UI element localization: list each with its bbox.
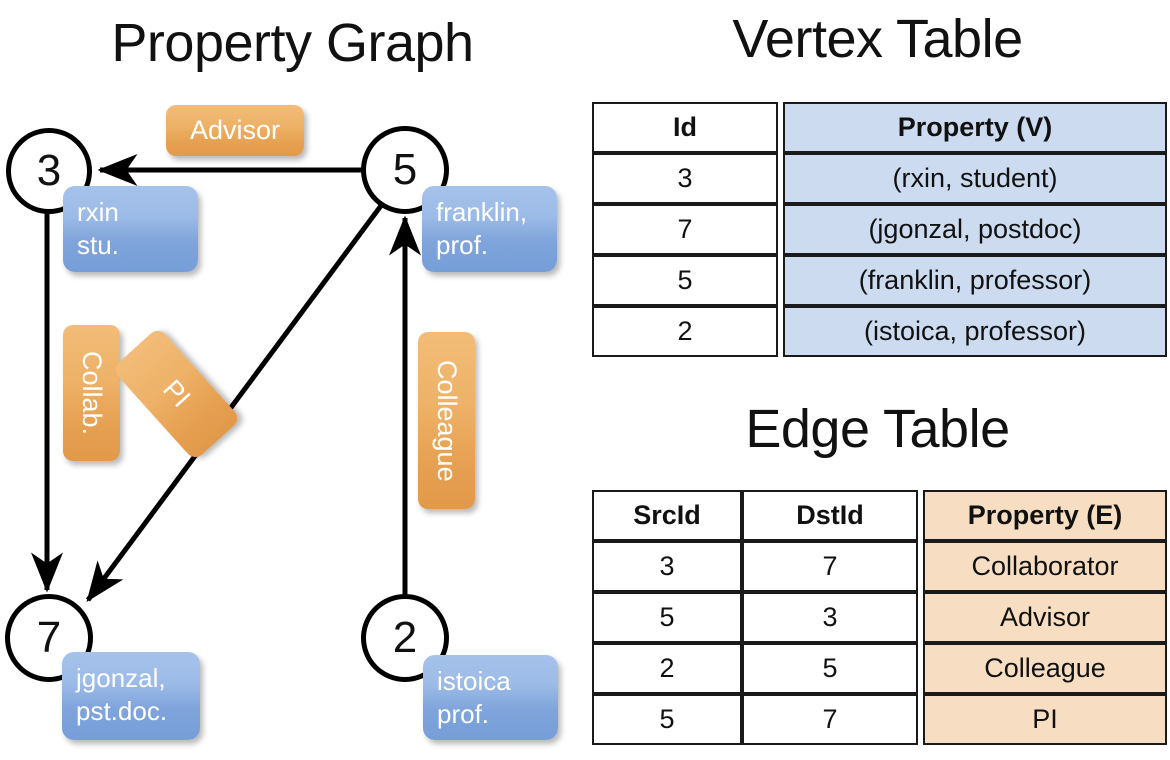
vertex-table-header-id: Id	[592, 102, 778, 153]
edge-label-pi-text: PI	[157, 374, 197, 414]
table-row: 3 7 Collaborator	[592, 541, 1167, 592]
edge-cell-dstid: 5	[742, 643, 918, 694]
graph-node-5-label: 5	[392, 145, 418, 194]
edge-cell-property: Collaborator	[923, 541, 1167, 592]
edge-table-header-property: Property (E)	[923, 490, 1167, 541]
column-separator	[778, 102, 783, 153]
edge-label-colleague: Colleague	[418, 332, 475, 509]
node-property-callout-jgonzal: jgonzal, pst.doc.	[62, 652, 200, 740]
edge-table: SrcId DstId Property (E) 3 7 Collaborato…	[592, 490, 1167, 745]
node-property-callout-istoica: istoica prof.	[423, 655, 558, 740]
callout-line-2: stu.	[77, 230, 119, 261]
column-separator	[778, 204, 783, 255]
table-row: 7 (jgonzal, postdoc)	[592, 204, 1167, 255]
page-title-property-graph: Property Graph	[111, 13, 474, 73]
callout-line-2: prof.	[436, 230, 489, 261]
edge-cell-dstid: 7	[742, 541, 918, 592]
vertex-cell-id: 7	[592, 204, 778, 255]
graph-node-2-label: 2	[392, 613, 418, 662]
edge-cell-srcid: 3	[592, 541, 742, 592]
callout-line-2: prof.	[437, 699, 490, 730]
vertex-cell-property: (rxin, student)	[783, 153, 1167, 204]
edge-cell-srcid: 5	[592, 694, 742, 745]
column-separator	[778, 153, 783, 204]
column-separator	[918, 541, 923, 592]
edge-cell-property: Advisor	[923, 592, 1167, 643]
vertex-table-header-row: Id Property (V)	[592, 102, 1167, 153]
table-row: 3 (rxin, student)	[592, 153, 1167, 204]
vertex-table-header-property: Property (V)	[783, 102, 1167, 153]
page-title-vertex-table: Vertex Table	[732, 9, 1023, 69]
table-row: 5 3 Advisor	[592, 592, 1167, 643]
vertex-table: Id Property (V) 3 (rxin, student) 7 (jgo…	[592, 102, 1167, 357]
graph-node-3-label: 3	[36, 146, 62, 195]
graph-node-2[interactable]: 2	[361, 594, 449, 682]
edge-5-to-7	[85, 201, 386, 603]
column-separator	[778, 255, 783, 306]
table-row: 2 (istoica, professor)	[592, 306, 1167, 357]
column-separator	[918, 694, 923, 745]
edge-cell-dstid: 7	[742, 694, 918, 745]
vertex-cell-id: 3	[592, 153, 778, 204]
node-property-callout-franklin: franklin, prof.	[422, 186, 557, 272]
vertex-cell-property: (istoica, professor)	[783, 306, 1167, 357]
callout-line-1: jgonzal,	[76, 663, 166, 693]
edge-label-collab: Collab.	[63, 325, 120, 461]
vertex-cell-id: 5	[592, 255, 778, 306]
callout-line-1: istoica	[437, 666, 511, 696]
edge-cell-srcid: 2	[592, 643, 742, 694]
column-separator	[778, 306, 783, 357]
node-property-callout-rxin: rxin stu.	[63, 186, 198, 272]
edge-table-header-row: SrcId DstId Property (E)	[592, 490, 1167, 541]
edge-label-colleague-text: Colleague	[432, 359, 462, 482]
table-row: 5 7 PI	[592, 694, 1167, 745]
edge-cell-srcid: 5	[592, 592, 742, 643]
edge-cell-dstid: 3	[742, 592, 918, 643]
edge-table-header-srcid: SrcId	[592, 490, 742, 541]
graph-edges-svg	[31, 154, 421, 603]
page-title-edge-table: Edge Table	[745, 399, 1010, 459]
callout-line-2: pst.doc.	[76, 696, 168, 727]
edge-label-advisor: Advisor	[166, 105, 304, 156]
callout-line-1: rxin	[77, 197, 119, 227]
column-separator	[918, 643, 923, 694]
callout-line-1: franklin,	[436, 197, 528, 227]
column-separator	[918, 490, 923, 541]
vertex-cell-property: (jgonzal, postdoc)	[783, 204, 1167, 255]
graph-node-5[interactable]: 5	[361, 126, 449, 214]
vertex-cell-property: (franklin, professor)	[783, 255, 1167, 306]
edge-cell-property: Colleague	[923, 643, 1167, 694]
column-separator	[918, 592, 923, 643]
edge-label-advisor-text: Advisor	[189, 115, 281, 145]
edge-label-collab-text: Collab.	[77, 350, 107, 436]
table-row: 2 5 Colleague	[592, 643, 1167, 694]
edge-cell-property: PI	[923, 694, 1167, 745]
table-row: 5 (franklin, professor)	[592, 255, 1167, 306]
vertex-cell-id: 2	[592, 306, 778, 357]
graph-node-7-label: 7	[36, 613, 62, 662]
edge-table-header-dstid: DstId	[742, 490, 918, 541]
